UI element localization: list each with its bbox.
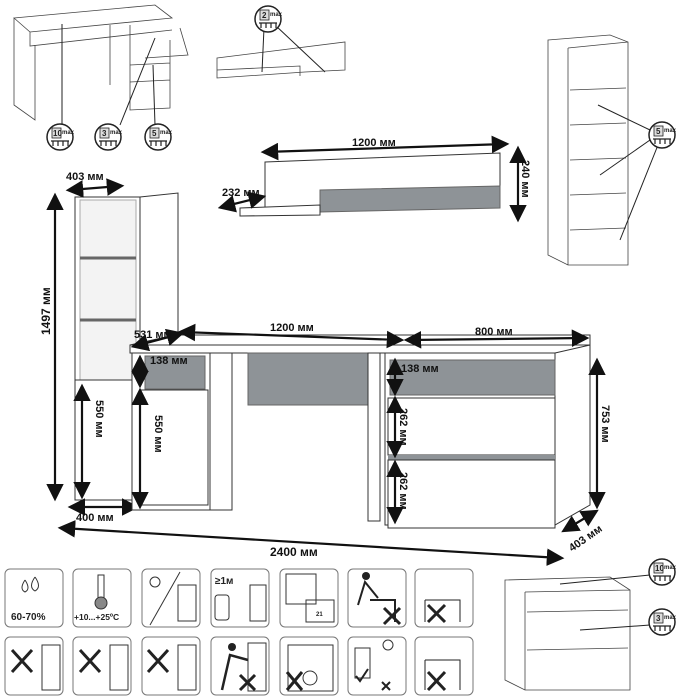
dimension-label: 1497 мм: [39, 287, 53, 335]
heater-distance-icon: ≥1м: [210, 568, 270, 628]
desk: 531 мм 1200 мм 800 мм 138 мм 550 мм 138 …: [57, 322, 611, 566]
no-sunlight-icon: [141, 568, 201, 628]
dimension-label: 2: [262, 11, 267, 20]
dimension-label: 3: [102, 129, 107, 138]
dimension-label: 403 мм: [567, 523, 605, 554]
wall-shelf: 1200 мм 232 мм 240 мм: [217, 135, 531, 223]
dimension-label: 240 мм: [519, 160, 531, 198]
no-liquids-icon: [4, 636, 64, 696]
no-overload-icon: [279, 636, 339, 696]
dimension-label: max: [664, 128, 677, 134]
dimension-label: 403 мм: [66, 171, 104, 183]
no-climbing-icon: [414, 568, 474, 628]
dimension-label: 10: [655, 564, 664, 573]
dimension-label: 5: [152, 129, 157, 138]
dimension-label: 262 мм: [397, 472, 409, 510]
dimension-label: 2400 мм: [270, 545, 318, 559]
dimension-label: max: [160, 130, 173, 136]
dimension-label: 21: [316, 612, 323, 618]
dimension-label: 3: [656, 614, 661, 623]
dimension-label: 400 мм: [76, 512, 114, 524]
dimension-label: 531 мм: [134, 329, 172, 341]
dimension-label: max: [664, 615, 677, 621]
dimension-label: max: [62, 130, 75, 136]
no-pushing-icon: [210, 636, 270, 696]
dimension-label: ≥1м: [215, 576, 233, 587]
no-abrasive-icon: [141, 636, 201, 696]
dimension-label: 60-70%: [11, 612, 46, 623]
dimension-label: 10: [53, 129, 62, 138]
dimension-label: 138 мм: [401, 363, 439, 375]
dimension-label: 1200 мм: [270, 322, 314, 334]
temperature-icon: +10...+25ºC: [72, 568, 132, 628]
no-chemicals-icon: [72, 636, 132, 696]
no-sitting-icon: [347, 568, 407, 628]
dimension-label: 753 мм: [599, 405, 611, 443]
dimension-label: 550 мм: [93, 400, 105, 438]
dimension-label: +10...+25ºC: [74, 612, 119, 622]
dimension-label: 550 мм: [152, 415, 164, 453]
dimension-label: 262 мм: [397, 408, 409, 446]
dimension-label: max: [664, 565, 677, 571]
wall-mount-icon: [347, 636, 407, 696]
care-icons: 60-70% +10...+25ºC ≥1м 21: [4, 568, 474, 696]
dimension-label: 5: [656, 127, 661, 136]
humidity-icon: 60-70%: [4, 568, 64, 628]
dimension-label: 138 мм: [150, 355, 188, 367]
dimension-label: 1200 мм: [352, 137, 396, 149]
dimension-label: 800 мм: [475, 326, 513, 338]
dimension-label: 232 мм: [222, 187, 260, 199]
dimension-label: max: [270, 12, 283, 18]
dimension-label: max: [110, 130, 123, 136]
ventilation-icon: 21: [279, 568, 339, 628]
no-leaning-icon: [414, 636, 474, 696]
